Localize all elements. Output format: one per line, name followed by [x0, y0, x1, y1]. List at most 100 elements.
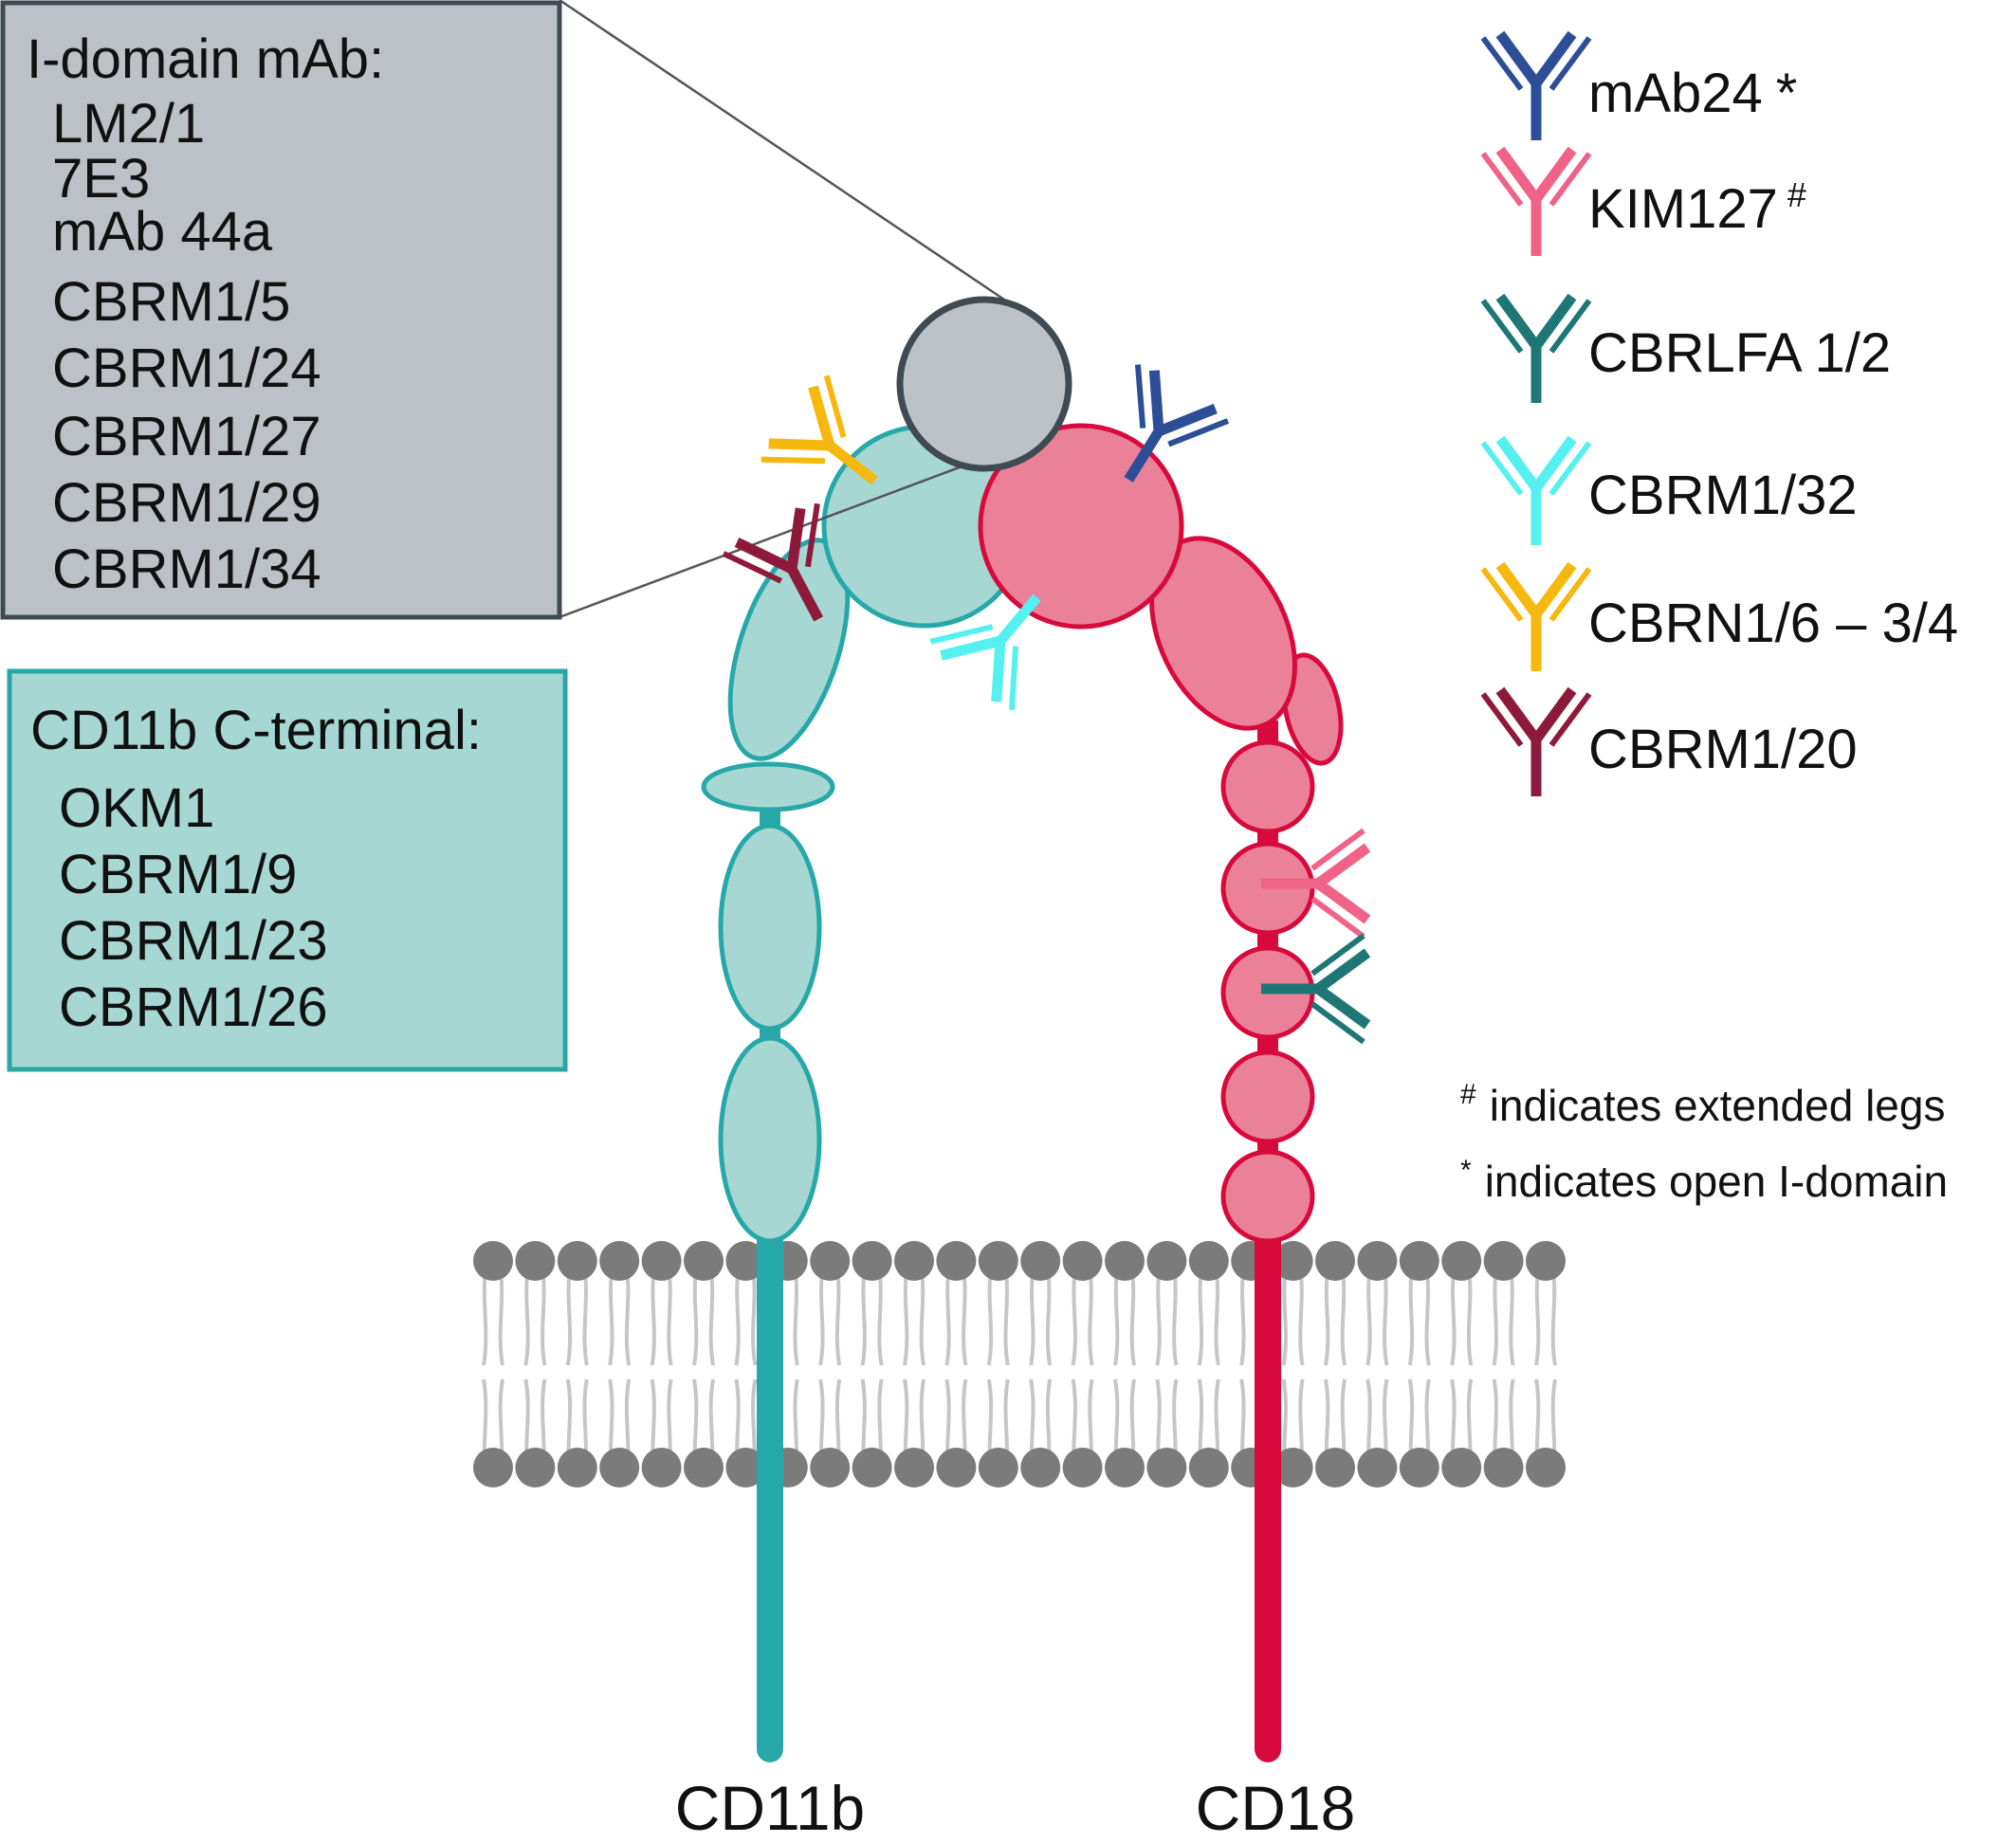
lipid-head	[641, 1241, 682, 1281]
cd18-egf4-domain	[1220, 1149, 1315, 1244]
lipid-head	[936, 1241, 977, 1281]
lipid-tail	[1113, 1269, 1136, 1472]
lipid-tail	[1492, 1269, 1515, 1472]
cterminal-box-frame	[7, 668, 568, 1072]
lipid-tail	[482, 1269, 504, 1472]
lipid-tail	[734, 1269, 758, 1472]
cd11b-calf1-domain	[718, 823, 822, 1031]
lipid-head	[1188, 1448, 1229, 1487]
cd11b-calf2-domain	[718, 1035, 822, 1244]
lipid-tail	[1029, 1269, 1053, 1472]
lipid-head	[1399, 1241, 1439, 1281]
note-open-idomain: * indicates open I-domain	[1460, 1155, 1948, 1206]
cterminal-item: OKM1	[59, 777, 214, 839]
lipid-head	[852, 1448, 892, 1487]
cterminal-box: CD11b C-terminal: OKM1 CBRM1/9 CBRM1/23 …	[7, 668, 568, 1072]
idomain-mab-title: I-domain mAb:	[27, 28, 384, 90]
lipid-tail	[1155, 1269, 1179, 1472]
idomain-mab-box: I-domain mAb: LM2/1 7E3 mAb 44a CBRM1/5 …	[0, 0, 562, 620]
lipid-tail	[1534, 1269, 1557, 1472]
alpha-i-domain	[896, 296, 1072, 472]
lipid-head	[1483, 1448, 1524, 1487]
lipid-head	[557, 1241, 597, 1281]
lipid-head	[515, 1448, 556, 1487]
antibody-legend: mAb24* KIM127# CBRLFA 1/2 CBRM1/32 CBRN1…	[1480, 30, 1958, 796]
lipid-head	[1399, 1448, 1439, 1487]
lipid-head	[1146, 1241, 1187, 1281]
cbrm1-20-antibody-icon	[722, 502, 824, 622]
cd11b-genu-domain	[701, 761, 835, 812]
kim127-antibody-icon	[1261, 828, 1371, 940]
legend-antibody-icon	[1480, 293, 1592, 403]
lipid-tail	[818, 1269, 842, 1472]
cd11b-label: CD11b	[675, 1773, 866, 1843]
lipid-tail	[608, 1269, 632, 1472]
lipid-head	[1020, 1241, 1061, 1281]
legend-label-cbrm1-32: CBRM1/32	[1588, 465, 1858, 526]
callout-line-top	[559, 0, 1008, 303]
legend-label-cbrm1-20: CBRM1/20	[1588, 719, 1858, 780]
cterminal-item: CBRM1/9	[59, 844, 297, 905]
lipid-head	[1483, 1241, 1524, 1281]
lipid-head	[1105, 1241, 1145, 1281]
lipid-head	[1526, 1241, 1566, 1281]
note-text: indicates extended legs	[1490, 1081, 1946, 1130]
lipid-head	[1357, 1448, 1398, 1487]
lipid-head	[1315, 1241, 1355, 1281]
legend-mark: *	[1776, 63, 1798, 124]
lipid-head	[1188, 1241, 1229, 1281]
lipid-head	[1062, 1448, 1103, 1487]
note-symbol: *	[1460, 1155, 1472, 1186]
idomain-mab-item: CBRM1/24	[52, 338, 321, 399]
note-text: indicates open I-domain	[1485, 1157, 1948, 1206]
bound-antibodies	[722, 364, 1371, 1045]
lipid-head	[1441, 1241, 1482, 1281]
lipid-head	[1020, 1448, 1061, 1487]
lipid-head	[810, 1448, 851, 1487]
lipid-tail	[1071, 1269, 1094, 1472]
cd18-label: CD18	[1196, 1773, 1356, 1843]
cterminal-item: CBRM1/23	[59, 910, 328, 972]
lipid-head	[515, 1241, 556, 1281]
lipid-tail	[986, 1269, 1010, 1472]
lipid-head	[1146, 1448, 1187, 1487]
legend-label-cbrlfa: CBRLFA 1/2	[1588, 322, 1891, 384]
lipid-tail	[1450, 1269, 1474, 1472]
lipid-tail	[1407, 1269, 1431, 1472]
legend-mark: #	[1787, 175, 1806, 214]
lipid-head	[473, 1241, 513, 1281]
lipid-head	[894, 1448, 934, 1487]
lipid-tail	[1365, 1269, 1389, 1472]
lipid-head	[1062, 1241, 1103, 1281]
lipid-tail	[1197, 1269, 1220, 1472]
idomain-mab-item: CBRM1/29	[52, 472, 321, 534]
lipid-bilayer-membrane	[473, 1241, 1566, 1487]
lipid-head	[1441, 1448, 1482, 1487]
cbrm1-32-antibody-icon	[929, 593, 1041, 710]
lipid-tail	[523, 1269, 547, 1472]
lipid-tail	[565, 1269, 589, 1472]
legend-antibody-icon	[1480, 146, 1592, 256]
mab24-antibody-icon	[1124, 364, 1230, 483]
lipid-head	[1105, 1448, 1145, 1487]
lipid-tail	[1324, 1269, 1347, 1472]
lipid-head	[852, 1241, 892, 1281]
cterminal-title: CD11b C-terminal:	[30, 700, 482, 761]
lipid-head	[473, 1448, 513, 1487]
idomain-mab-item: 7E3	[52, 148, 150, 210]
cd11b-chain	[701, 424, 1028, 1244]
lipid-head	[684, 1448, 724, 1487]
lipid-head	[936, 1448, 977, 1487]
idomain-mab-item: CBRM1/27	[52, 406, 321, 467]
legend-label: mAb24	[1588, 63, 1763, 124]
lipid-head	[725, 1241, 766, 1281]
lipid-head	[641, 1448, 682, 1487]
lipid-tail	[944, 1269, 968, 1472]
lipid-head	[684, 1241, 724, 1281]
lipid-head	[1357, 1241, 1398, 1281]
cbrlfa-antibody-icon	[1261, 933, 1371, 1045]
lipid-head	[725, 1448, 766, 1487]
legend-icons	[1480, 30, 1592, 796]
idomain-mab-item: mAb 44a	[52, 201, 273, 263]
